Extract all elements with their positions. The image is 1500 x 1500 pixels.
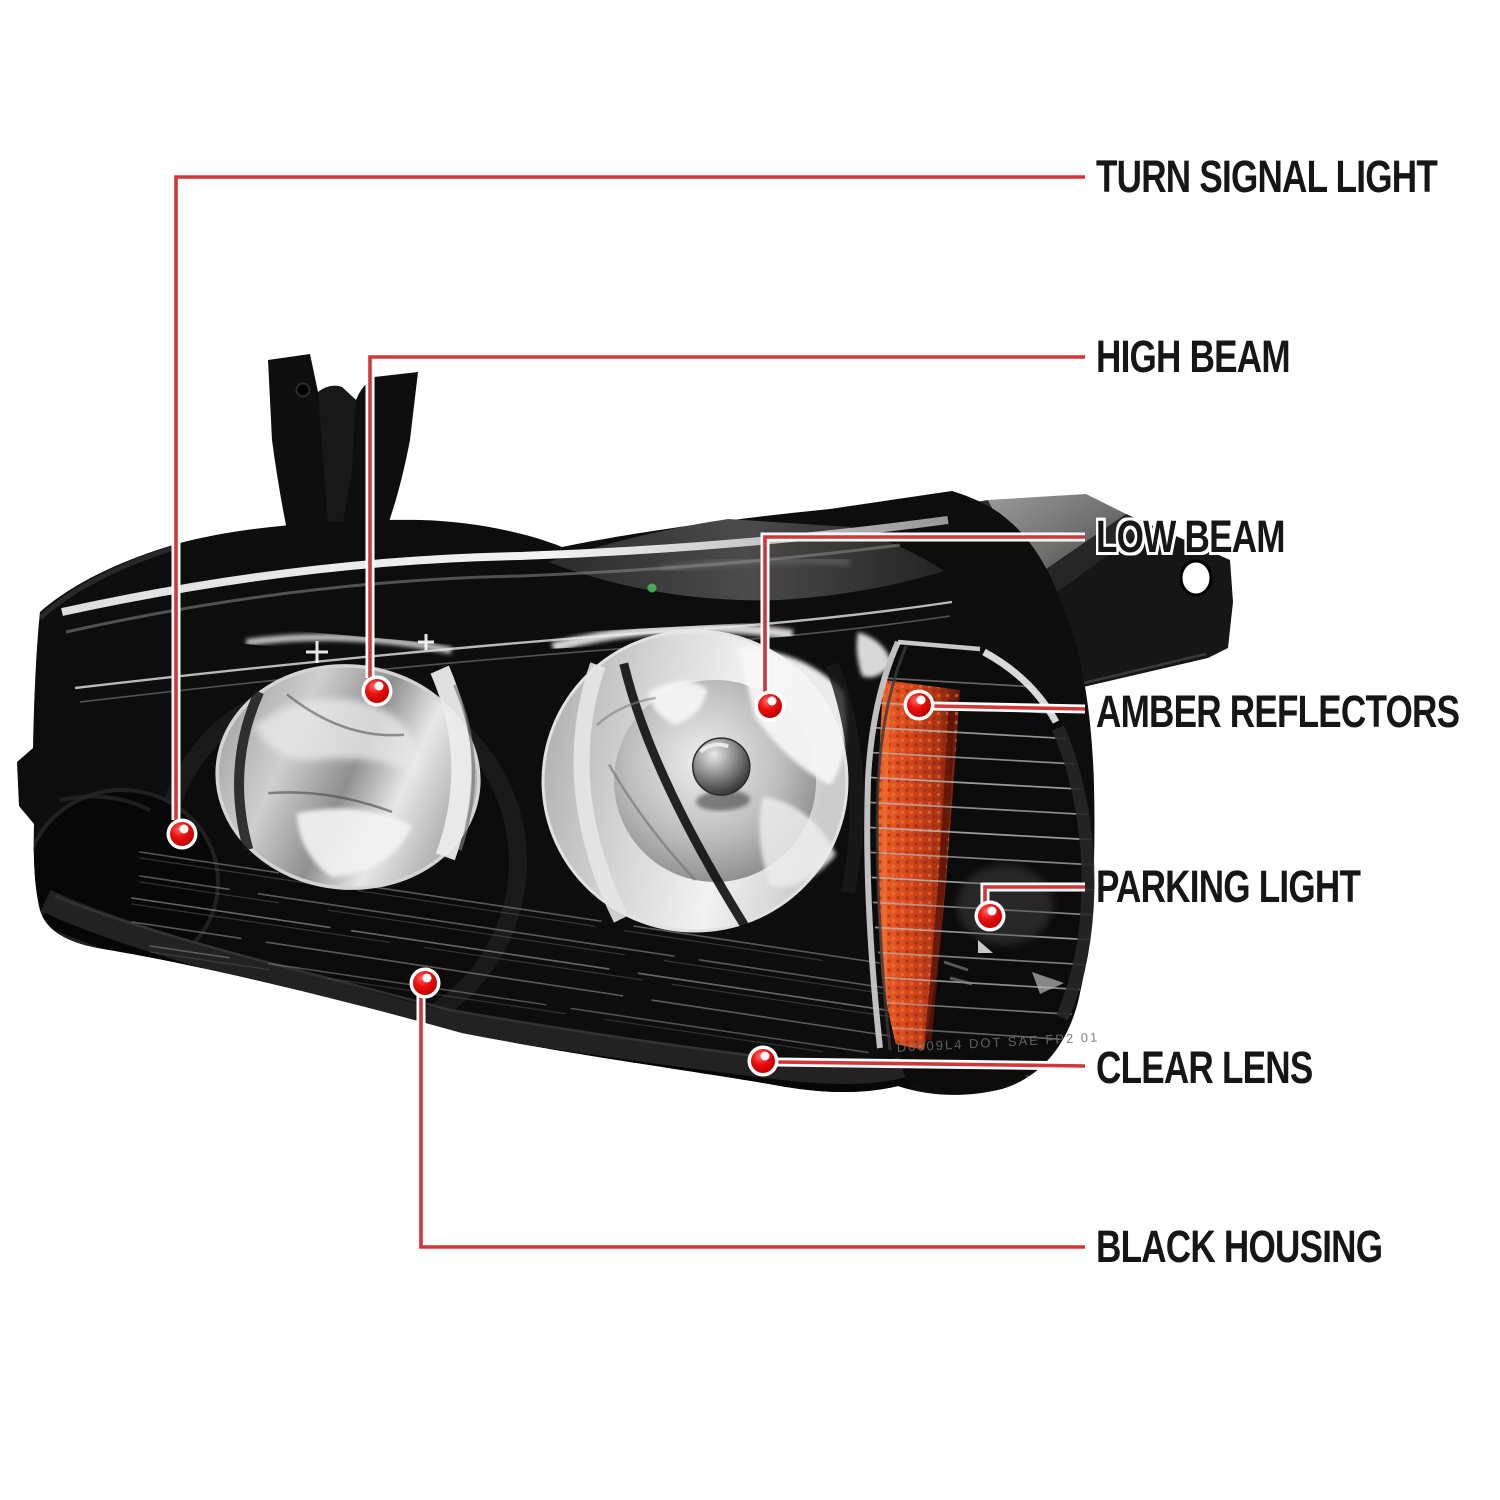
callout-label-amber-reflectors: AMBER REFLECTORS <box>1096 686 1460 737</box>
projector-bulb <box>692 737 751 796</box>
leader-black-housing <box>416 996 1085 1252</box>
chrome-bit <box>856 632 892 678</box>
corner-lamp: D0009L4 DOT SAE FP2 01 <box>864 639 1100 1091</box>
marker-black-housing <box>409 967 441 999</box>
leader-high-beam <box>365 352 1085 678</box>
marker-turn-signal <box>166 818 198 850</box>
leader-clear-lens <box>776 1057 1086 1071</box>
green-dot-mark <box>647 583 657 593</box>
lens-sparkles <box>306 634 434 663</box>
leader-low-beam <box>760 532 1085 693</box>
mounting-tab-top <box>268 354 418 558</box>
leader-parking-light <box>980 882 1085 905</box>
marker-high-beam <box>361 675 393 707</box>
marker-parking-light <box>974 900 1006 932</box>
lower-lip <box>33 889 912 1095</box>
corner-chrome-rim <box>864 640 901 1049</box>
callout-leaders <box>171 172 1086 1252</box>
callout-label-low-beam: LOW BEAM <box>1096 511 1286 562</box>
tab-hole <box>295 382 311 398</box>
bracket-hole <box>1179 559 1213 597</box>
callout-label-high-beam: HIGH BEAM <box>1096 331 1291 382</box>
headlight-unit: D0009L4 DOT SAE FP2 01 <box>17 354 1233 1095</box>
callout-label-clear-lens: CLEAR LENS <box>1096 1042 1313 1093</box>
marker-amber-reflectors <box>903 689 935 721</box>
marker-clear-lens <box>747 1045 779 1077</box>
high-beam-lamp <box>215 633 481 890</box>
callout-label-parking-light: PARKING LIGHT <box>1096 861 1361 912</box>
marker-low-beam <box>754 690 786 722</box>
callout-label-turn-signal-light: TURN SIGNAL LIGHT <box>1096 151 1438 202</box>
leader-amber-reflectors <box>932 701 1086 714</box>
leader-turn-signal <box>171 172 1085 820</box>
callout-label-black-housing: BLACK HOUSING <box>1096 1221 1383 1272</box>
amber-reflector <box>877 680 960 1050</box>
callout-markers <box>166 675 1006 1077</box>
